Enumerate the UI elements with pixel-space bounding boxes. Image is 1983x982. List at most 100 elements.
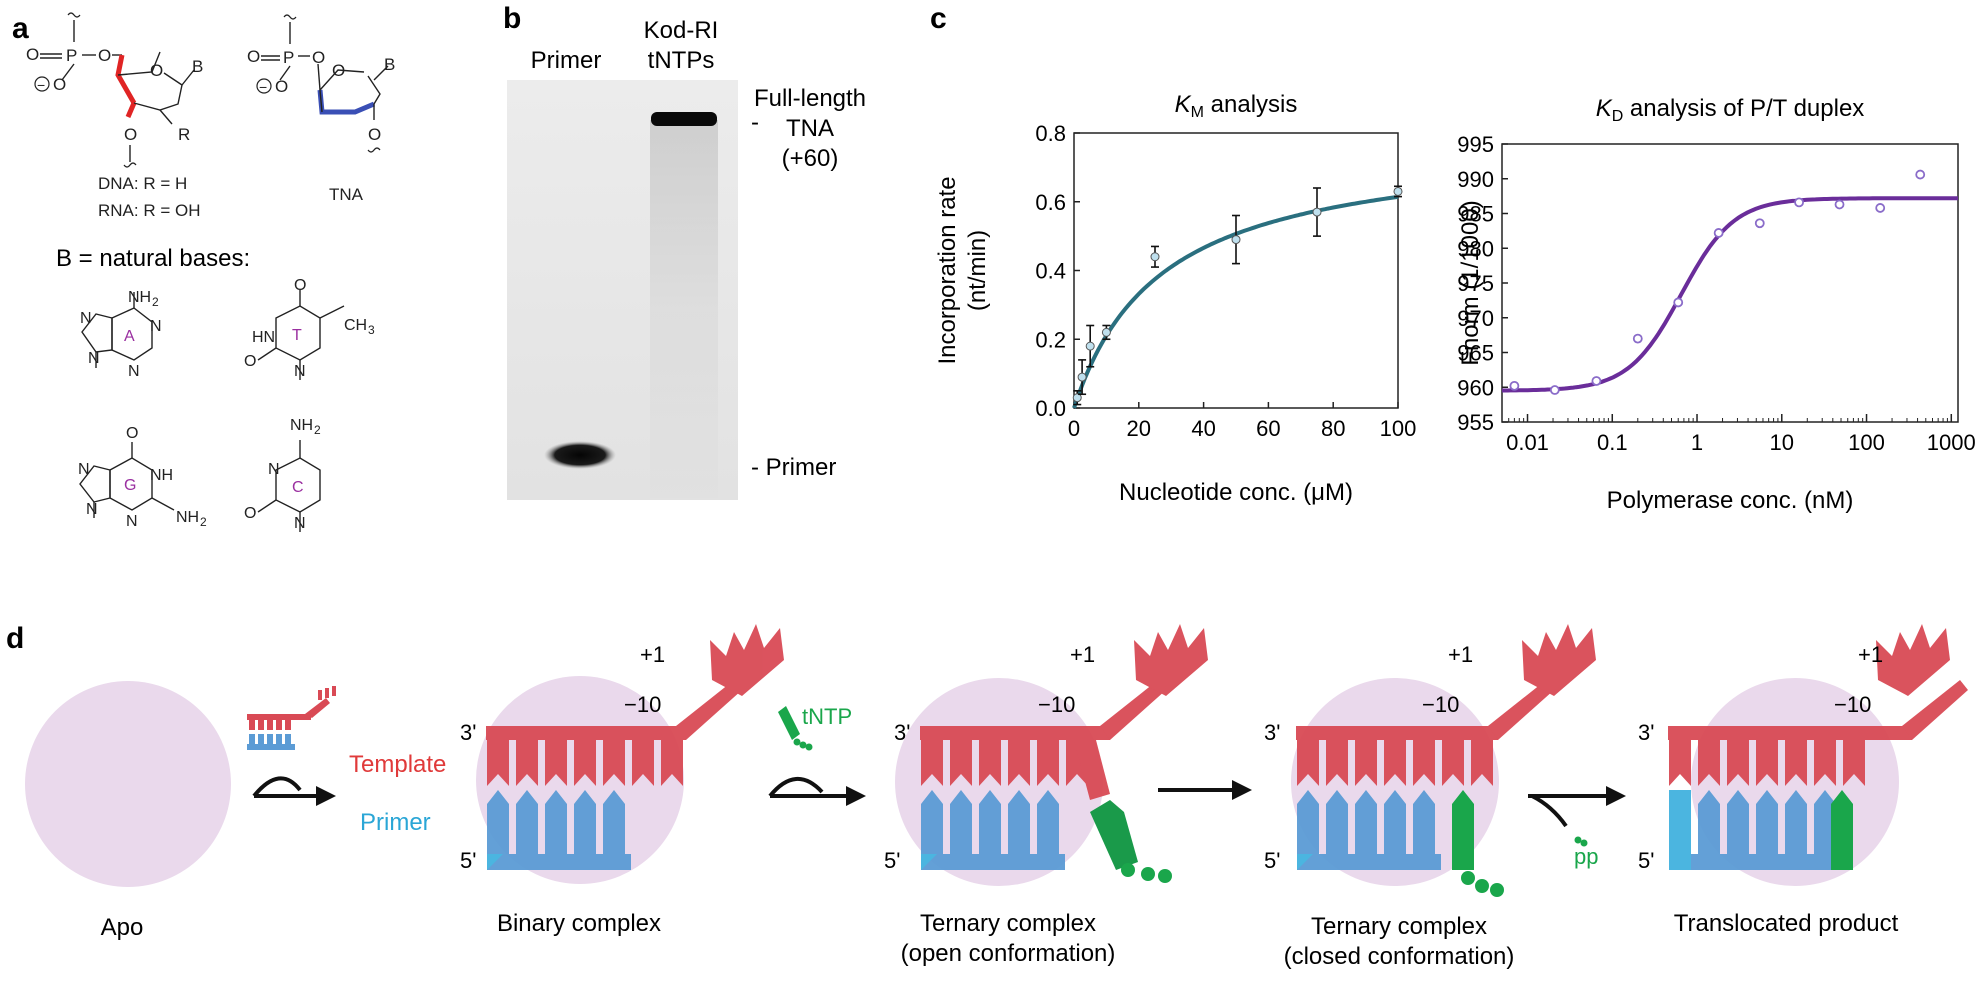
km-ytick-label: 0.0 (1035, 396, 1066, 421)
rna-label: RNA: R = OH (98, 201, 201, 220)
ternary-open-3prime: 3' (894, 720, 910, 745)
kd-data-point (1632, 333, 1643, 344)
km-data-point (1072, 393, 1082, 403)
dna-o-right: O (98, 46, 111, 65)
tna-o3: O (368, 125, 381, 144)
dna-o3: O (124, 125, 137, 144)
base-t-letter: T (292, 327, 302, 344)
base-cytosine: NH 2 N O N C (244, 417, 321, 532)
kd-data-point (1754, 218, 1765, 229)
km-chart-title: KM analysis (1175, 91, 1298, 121)
base-thymine: O CH 3 HN O N T (244, 277, 375, 380)
stage-apo: Apo (25, 681, 231, 941)
pp-label: pp (1574, 844, 1598, 869)
dna-minus: − (37, 77, 45, 93)
lane-label-kod-ri-line1: Kod-RI (644, 17, 719, 44)
stage-label-binary: Binary complex (497, 910, 661, 937)
km-data-point (1101, 327, 1111, 337)
kd-chart: KD analysis of P/T duplex955960965970975… (1457, 95, 1976, 514)
km-y-axis-label-line2: (nt/min) (964, 230, 991, 311)
ternary-closed-3prime: 3' (1264, 720, 1280, 745)
base-g-atom-nh: NH (150, 467, 173, 484)
kd-data-point (1713, 228, 1724, 238)
kd-data-point (1591, 376, 1602, 386)
base-g-nh: NH (176, 509, 199, 526)
stage-label-ternary-closed-line2: (closed conformation) (1284, 943, 1515, 970)
base-t-ch-sub: 3 (368, 323, 375, 337)
base-g-atom-n3: N (126, 513, 138, 530)
km-xtick-label: 0 (1068, 416, 1080, 441)
translocated-minus10: −10 (1834, 692, 1871, 717)
pt-duplex-icon (247, 686, 336, 750)
tntp-label: tNTP (802, 704, 852, 729)
panel-d: d Apo Template Primer (6, 622, 1968, 970)
base-c-atom-n3: N (268, 461, 280, 478)
km-y-axis-label-line1: Incorporation rate (934, 176, 961, 364)
base-a-nh: NH (128, 289, 151, 306)
base-c-nh-sub: 2 (314, 423, 321, 437)
kd-data-point (1875, 203, 1886, 213)
km-data-point (1150, 252, 1160, 262)
km-xtick-label: 60 (1256, 416, 1280, 441)
kd-xtick-label: 10 (1770, 430, 1794, 455)
panel-a-letter: a (12, 12, 29, 45)
full-length-band (651, 112, 717, 126)
lane-label-kod-ri-line2: tNTPs (648, 47, 715, 74)
kd-xtick-label: 1000 (1927, 430, 1976, 455)
panel-b-letter: b (503, 2, 521, 35)
km-xtick-label: 100 (1380, 416, 1417, 441)
kd-xtick-label: 0.1 (1597, 430, 1628, 455)
panel-b: b Primer Kod-RI tNTPs Full-length TNA (+… (503, 2, 866, 500)
kd-x-axis-label: Polymerase conc. (nM) (1607, 487, 1854, 514)
template-label: Template (349, 751, 446, 778)
base-t-ch: CH (344, 317, 367, 334)
stage-label-ternary-open-line2: (open conformation) (901, 940, 1116, 967)
ternary-closed-minus10: −10 (1422, 692, 1459, 717)
base-a-atom-n3: N (128, 363, 140, 380)
kd-ytick-label: 980 (1457, 236, 1494, 261)
ternary-closed-plus1: +1 (1448, 642, 1473, 667)
binary-5prime: 5' (460, 848, 476, 873)
tna-p: P (283, 48, 294, 67)
base-g-nh-sub: 2 (200, 515, 207, 529)
panel-a: a O P O − O O B R O (12, 12, 395, 532)
base-adenine: NH 2 N N N N A (80, 289, 162, 380)
km-data-point (1312, 207, 1322, 217)
base-c-atom-o2: O (244, 505, 256, 522)
kd-ytick-label: 960 (1457, 375, 1494, 400)
kd-xtick-label: 0.01 (1506, 430, 1549, 455)
kd-ytick-label: 970 (1457, 306, 1494, 331)
km-data-point (1231, 235, 1241, 245)
base-guanine: O N NH N N NH 2 G (78, 425, 207, 530)
base-t-atom-n1: N (294, 363, 306, 380)
base-g-atom-o6: O (126, 425, 138, 442)
km-xtick-label: 40 (1191, 416, 1215, 441)
band-label-primer: - Primer (751, 454, 836, 481)
lane-label-primer: Primer (531, 47, 602, 74)
gel-lane-smear (650, 120, 718, 498)
band-label-full-length-line1: Full-length (754, 85, 866, 112)
base-c-atom-n1: N (294, 515, 306, 532)
primer-band (544, 441, 616, 469)
base-a-letter: A (124, 328, 135, 345)
panel-d-letter: d (6, 622, 24, 655)
binary-3prime: 3' (460, 720, 476, 745)
dna-label: DNA: R = H (98, 174, 187, 193)
primer-label: Primer (360, 809, 431, 836)
band-dash-full-length: - (751, 109, 759, 136)
base-c-nh: NH (290, 417, 313, 434)
kd-data-point (1549, 385, 1560, 395)
base-t-atom-o4: O (294, 277, 306, 294)
apo-polymerase (25, 681, 231, 887)
kd-data-point (1509, 380, 1520, 391)
km-data-point (1085, 341, 1095, 351)
kd-data-point (1915, 169, 1926, 180)
kd-ytick-label: 995 (1457, 132, 1494, 157)
tna-label: TNA (329, 185, 364, 204)
km-ytick-label: 0.6 (1035, 190, 1066, 215)
km-x-axis-label: Nucleotide conc. (μM) (1119, 479, 1353, 506)
dna-nucleotide-structure: O P O − O O B R O DNA: R = H RNA: R = OH (26, 12, 203, 220)
translocated-5prime: 5' (1638, 848, 1654, 873)
